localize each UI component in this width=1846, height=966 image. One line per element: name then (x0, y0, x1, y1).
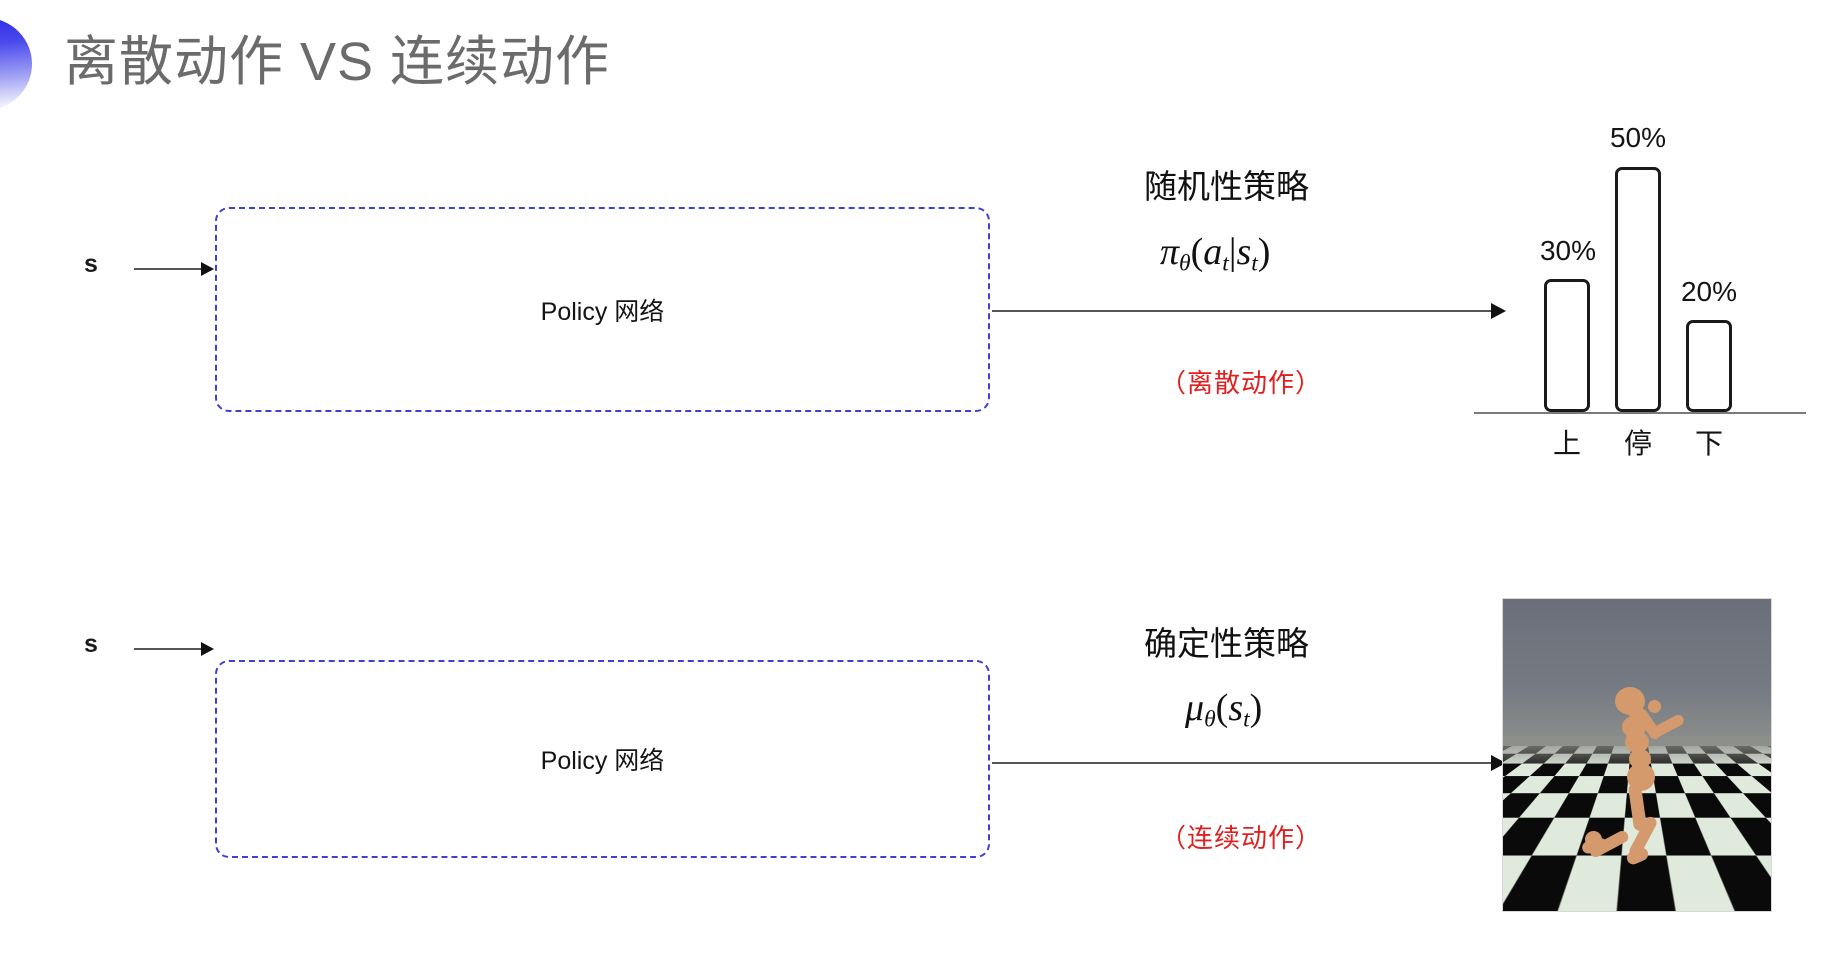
bar-down (1686, 320, 1732, 412)
formula-head: μ (1185, 687, 1205, 729)
formula-close-paren: ) (1249, 687, 1263, 729)
policy-network-label-continuous: Policy 网络 (540, 747, 665, 775)
bar-value-down: 20% (1680, 276, 1738, 307)
bar-category-down: 下 (1694, 428, 1723, 459)
formula-arg2-sub: t (1251, 250, 1258, 277)
title-accent-shape (0, 18, 32, 110)
humanoid-hand-right (1648, 700, 1661, 713)
policy-formula-stochastic: πθ(at|st) (1160, 230, 1270, 278)
formula-arg2: s (1236, 231, 1252, 273)
formula-head: π (1160, 231, 1180, 273)
policy-network-label-discrete: Policy 网络 (540, 297, 665, 326)
output-arrow-continuous (992, 762, 1504, 764)
page-title: 离散动作 VS 连续动作 (64, 32, 611, 92)
formula-head-sub: θ (1179, 250, 1191, 277)
humanoid-simulation-image (1502, 598, 1772, 912)
output-arrow-discrete (992, 310, 1504, 312)
bar-category-up: 上 (1552, 428, 1581, 459)
humanoid-chest-lower (1625, 731, 1649, 753)
bar-category-stay: 停 (1623, 428, 1652, 459)
action-kind-discrete: （离散动作） (1160, 368, 1323, 398)
bar-value-stay: 50% (1609, 122, 1667, 153)
chart-baseline-axis (1474, 412, 1806, 414)
bar-up (1544, 279, 1590, 412)
humanoid-knee-right (1585, 831, 1602, 848)
policy-name-deterministic: 确定性策略 (1144, 625, 1309, 662)
policy-formula-deterministic: μθ(st) (1185, 686, 1262, 734)
formula-arg1: a (1203, 231, 1223, 273)
action-kind-continuous: （连续动作） (1160, 823, 1323, 853)
formula-arg1: s (1228, 687, 1244, 729)
formula-close-paren: ) (1257, 231, 1271, 273)
input-state-label-continuous: s (84, 630, 98, 658)
policy-network-box-discrete[interactable]: Policy 网络 (215, 207, 990, 412)
action-probability-bar-chart: 30% 50% 20% 上 停 下 (1474, 110, 1814, 459)
bar-value-up: 30% (1539, 235, 1597, 266)
input-state-label-discrete: s (84, 250, 98, 278)
formula-conditional-bar: | (1228, 231, 1237, 273)
policy-network-box-continuous[interactable]: Policy 网络 (215, 660, 990, 858)
input-arrow-continuous (134, 648, 212, 650)
formula-open-paren: ( (1190, 231, 1204, 273)
formula-head-sub: θ (1204, 706, 1216, 733)
formula-open-paren: ( (1215, 687, 1229, 729)
bar-stay (1615, 167, 1661, 412)
input-arrow-discrete (134, 268, 212, 270)
formula-arg1-sub: t (1222, 250, 1229, 277)
formula-arg1-sub: t (1243, 706, 1250, 733)
policy-name-stochastic: 随机性策略 (1144, 168, 1309, 205)
